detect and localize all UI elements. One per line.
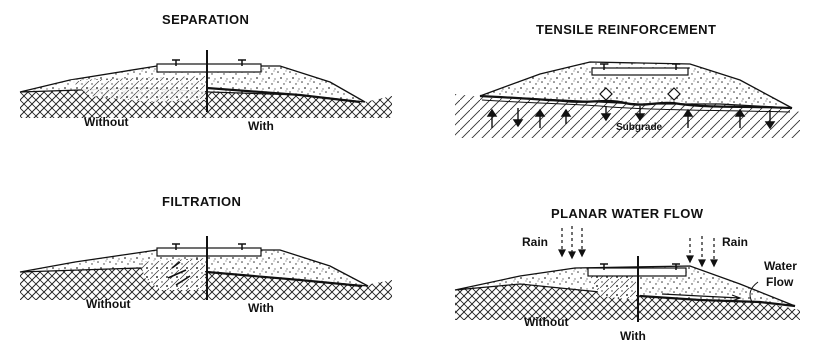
panel-tensile-reinforcement: TENSILE REINFORCEMENT Subgrade — [455, 22, 800, 138]
label-without: Without — [84, 115, 129, 129]
panel-title-separation: SEPARATION — [162, 12, 249, 27]
label-rain-left: Rain — [522, 235, 548, 249]
label-without: Without — [86, 297, 131, 311]
rain-arrows-right — [687, 236, 717, 266]
label-water: Water — [764, 259, 797, 273]
label-with: With — [620, 329, 646, 343]
label-flow: Flow — [766, 275, 794, 289]
panel-title-planar: PLANAR WATER FLOW — [551, 206, 704, 221]
panel-separation: SEPARATION Without With — [20, 12, 392, 133]
label-subgrade: Subgrade — [616, 122, 663, 133]
rain-arrows-left — [559, 226, 585, 258]
label-rain-right: Rain — [722, 235, 748, 249]
road-slab — [157, 64, 261, 72]
road-slab — [592, 68, 688, 75]
label-with: With — [248, 301, 274, 315]
panel-title-filtration: FILTRATION — [162, 194, 241, 209]
panel-planar-water-flow: PLANAR WATER FLOW Rain Rain Wat — [455, 206, 800, 343]
road-slab — [157, 248, 261, 256]
label-without: Without — [524, 315, 569, 329]
panel-filtration: FILTRATION Without With — [20, 194, 392, 315]
label-with: With — [248, 119, 274, 133]
panel-title-tensile: TENSILE REINFORCEMENT — [536, 22, 716, 37]
